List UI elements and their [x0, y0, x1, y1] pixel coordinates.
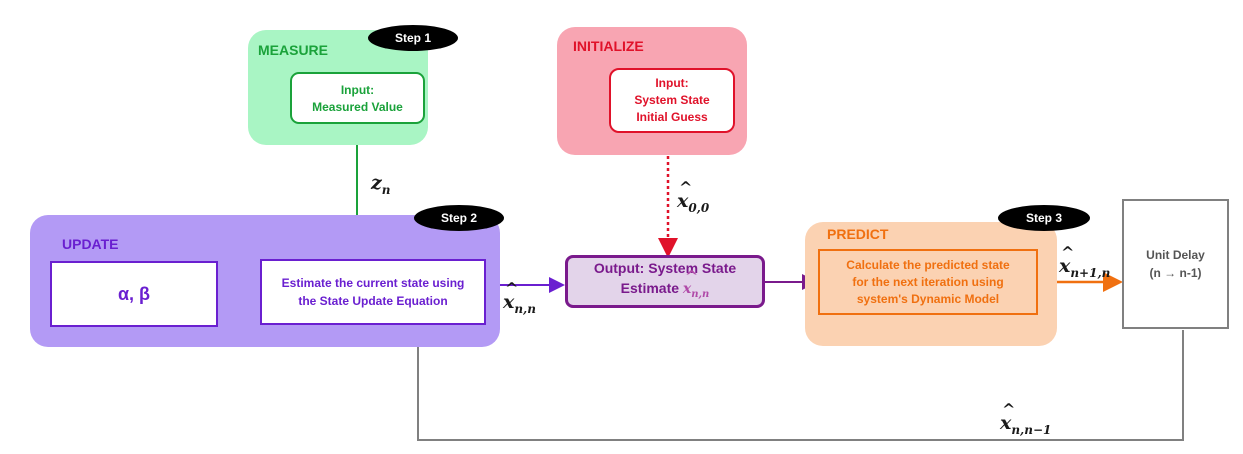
- predict-line2: for the next iteration using: [852, 274, 1004, 289]
- unit-delay-from: (n: [1149, 266, 1161, 280]
- output-x-symbol: x: [682, 281, 692, 298]
- update-estimate-line1: Estimate the current state using: [281, 276, 465, 290]
- output-box: Output: System State Estimate xn,n: [565, 255, 765, 308]
- step1-badge: Step 1: [368, 25, 458, 51]
- output-line2-wrap: Estimate xn,n: [620, 267, 710, 305]
- predict-line3: system's Dynamic Model: [856, 291, 1000, 306]
- unit-delay-line1: Unit Delay: [1146, 248, 1205, 262]
- initialize-input-line1: Input:: [655, 76, 689, 90]
- unit-delay-box: Unit Delay (n → n-1): [1122, 199, 1229, 329]
- label-x-0-0: x0,0: [677, 178, 710, 215]
- feedback-line: [410, 329, 1184, 441]
- initialize-input-box: Input: System State Initial Guess: [609, 68, 735, 133]
- xnn1-subscript: n,n−1: [1011, 422, 1052, 437]
- update-params-box: α, β: [50, 261, 218, 327]
- xnn-symbol: x: [503, 279, 519, 313]
- label-x-n1-n: xn+1,n: [1059, 243, 1111, 280]
- initialize-title: INITIALIZE: [573, 38, 644, 54]
- output-line2: Estimate: [620, 280, 680, 297]
- label-z-n: zn: [371, 172, 391, 197]
- xnn1-symbol: x: [1000, 400, 1016, 434]
- z-subscript: n: [381, 182, 391, 197]
- output-x-subscript: n,n: [691, 288, 710, 300]
- x00-subscript: 0,0: [688, 200, 710, 215]
- update-params-label: α, β: [117, 283, 151, 304]
- measure-input-box: Input: Measured Value: [290, 72, 425, 124]
- xnn-subscript: n,n: [514, 301, 536, 316]
- initialize-input-line3: Initial Guess: [636, 110, 708, 124]
- z-symbol: z: [371, 172, 382, 194]
- predict-box: Calculate the predicted state for the ne…: [818, 249, 1038, 315]
- unit-delay-line2: (n → n-1): [1149, 264, 1201, 282]
- xn1n-symbol: x: [1059, 243, 1075, 277]
- output-line1: Output: System State: [593, 260, 737, 277]
- update-estimate-box: Estimate the current state using the Sta…: [260, 259, 486, 325]
- measure-title: MEASURE: [258, 42, 329, 58]
- predict-title: PREDICT: [827, 226, 889, 242]
- measure-input-line1: Input:: [340, 82, 375, 97]
- label-x-n-n-1: xn,n−1: [1000, 400, 1052, 437]
- unit-delay-arrow-icon: →: [1164, 266, 1177, 280]
- step3-badge: Step 3: [998, 205, 1090, 231]
- output-estimate-symbol: xn,n: [682, 267, 710, 305]
- xn1n-subscript: n+1,n: [1070, 265, 1111, 280]
- label-x-n-n: xn,n: [503, 279, 536, 316]
- measure-input-line2: Measured Value: [312, 99, 403, 114]
- x00-symbol: x: [677, 178, 693, 212]
- update-estimate-line2: the State Update Equation: [298, 294, 448, 308]
- unit-delay-to: n-1): [1179, 266, 1202, 280]
- update-title: UPDATE: [62, 236, 119, 252]
- predict-line1: Calculate the predicted state: [846, 257, 1010, 272]
- step2-badge: Step 2: [414, 205, 504, 231]
- initialize-input-line2: System State: [634, 93, 710, 107]
